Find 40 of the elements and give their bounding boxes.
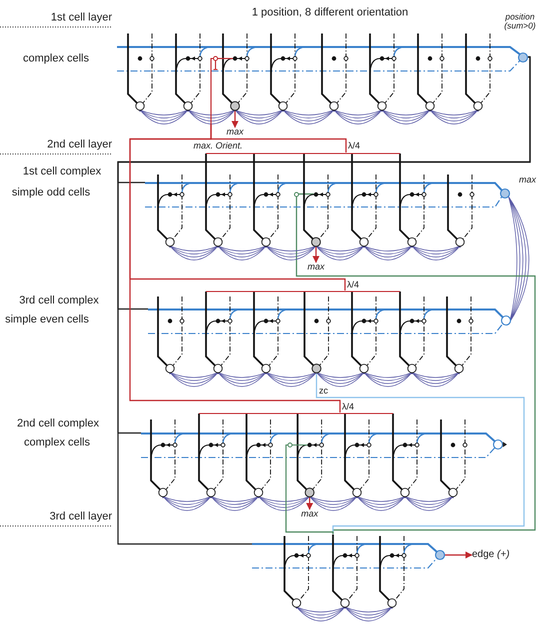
edge-label: λ/4 <box>348 142 360 150</box>
annotation: max <box>519 176 536 184</box>
row-label: complex cells <box>24 438 90 448</box>
neuron-icon <box>312 237 320 246</box>
neuron-row-drawing <box>148 290 511 386</box>
neuron-row-drawing <box>145 152 510 260</box>
wire <box>316 372 525 534</box>
wire <box>117 56 531 545</box>
row-label: 1st cell complex <box>22 166 102 178</box>
heading: 1 position, 8 different orientation <box>252 8 408 18</box>
edge-label: λ/4 <box>347 280 360 290</box>
layer-label: 2nd cell layer <box>47 140 112 150</box>
edge-label: λ/4 <box>342 402 354 411</box>
annotation: max <box>308 262 324 272</box>
wire <box>129 124 341 412</box>
output-label: edge (+) <box>472 550 510 560</box>
annotation: max <box>226 128 244 136</box>
edge-label: zc <box>319 386 328 396</box>
row-label: simple even cells <box>5 314 89 326</box>
annotation: position (sum>0) <box>503 12 537 32</box>
arrow <box>312 246 320 263</box>
row-label: 3rd cell complex <box>19 296 99 306</box>
connection-arcs <box>508 196 530 323</box>
neuron-row-drawing <box>141 412 508 510</box>
wire <box>285 510 334 534</box>
arrow <box>306 496 314 510</box>
arrow <box>445 552 472 558</box>
annotation: max. Orient. <box>194 142 242 150</box>
neuron-row-drawing <box>117 32 528 124</box>
row-label: complex cells <box>22 54 90 64</box>
layer-label: 3rd cell layer <box>50 512 112 522</box>
annotation: max <box>301 510 318 518</box>
neuron-icon <box>230 101 240 110</box>
neuron-row-drawing <box>252 534 445 622</box>
neuron-icon <box>305 488 314 496</box>
neuron-icon <box>312 364 321 372</box>
row-label: simple odd cells <box>12 188 90 198</box>
layer-label: 1st cell layer <box>50 12 112 24</box>
arrow <box>232 110 238 128</box>
row-label: 2nd cell complex <box>17 418 99 430</box>
